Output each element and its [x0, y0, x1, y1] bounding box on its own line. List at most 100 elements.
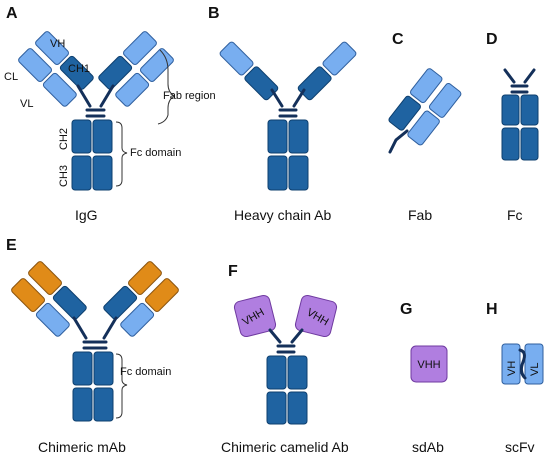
panel-c-fab: C Fab: [388, 31, 462, 223]
ch1-domain-left-e: [52, 285, 87, 320]
fab-region-brace: [157, 49, 175, 125]
scfv-vl-domain: [524, 343, 544, 385]
panel-f-chimeric-camelid-ab: F VHH VHH Chimeric camelid Ab: [221, 263, 349, 455]
panel-d-fc: D Fc: [486, 31, 539, 223]
panel-label-d: D: [486, 31, 498, 48]
vhh-domain-single: [410, 345, 448, 383]
fc-domain-brace-e: [115, 353, 128, 419]
vh-domain-left-b: [219, 41, 254, 76]
panel-label-g: G: [400, 301, 412, 318]
ch2-domain-right: [92, 119, 113, 154]
left-heavy-arm: [219, 41, 279, 101]
ch1-domain-left: [59, 55, 94, 90]
panel-a-igg: A VH CL CH1 VL CH2 CH3 Fab region: [4, 5, 216, 223]
label-cl: CL: [4, 71, 18, 83]
panel-e-chimeric-mab: E Fc domain Chimeric mAb: [6, 237, 179, 455]
caption-fc: Fc: [507, 207, 523, 223]
ch1-domain-right-e: [103, 285, 138, 320]
ch3-domain-left-e: [72, 387, 93, 422]
ch3-domain-left-d: [501, 127, 520, 161]
cl-domain-right-e: [120, 302, 155, 337]
ch2-domain-left-f: [266, 355, 287, 390]
label-vh: VH: [50, 38, 65, 50]
ch3-domain-left: [71, 155, 92, 191]
cl-domain-c: [407, 110, 440, 146]
ch1-domain-left-b: [244, 66, 279, 101]
chimeric-vl-right: [144, 278, 179, 312]
ch2-domain-left: [71, 119, 92, 154]
label-ch2: CH2: [58, 128, 70, 150]
ch2-domain-left-e: [72, 351, 93, 386]
label-fc-domain-e: Fc domain: [120, 366, 171, 378]
ch2-domain-left-b: [267, 119, 288, 154]
chimeric-vl-left: [11, 278, 46, 312]
label-vhh-single: VHH: [417, 359, 440, 371]
left-fab-arm: [18, 31, 94, 107]
vh-domain-left: [35, 31, 69, 66]
panel-h-scfv: H VH VL scFv: [486, 301, 544, 455]
ch3-domain-right-d: [520, 127, 539, 161]
scfv-linker: [518, 348, 527, 380]
panel-label-e: E: [6, 237, 17, 254]
panel-label-h: H: [486, 301, 498, 318]
ch2-domain-right-f: [287, 355, 308, 390]
vhh-domain-right: [294, 294, 338, 338]
chimeric-vh-right: [128, 261, 162, 296]
hinge-region-d: [503, 68, 536, 94]
fab-fragment: [388, 68, 462, 146]
label-ch3: CH3: [58, 165, 70, 187]
right-chimeric-arm: [103, 261, 179, 337]
caption-sdab: sdAb: [412, 439, 444, 455]
ch3-domain-left-b: [267, 155, 288, 191]
caption-chimeric-mab: Chimeric mAb: [38, 439, 126, 455]
ch3-domain-left-f: [266, 391, 287, 425]
ch3-domain-right-b: [288, 155, 309, 191]
panel-label-f: F: [228, 263, 238, 280]
ch2-domain-right-d: [520, 94, 539, 126]
fab-hinge-tail: [388, 129, 409, 154]
ch2-domain-right-e: [93, 351, 114, 386]
cl-domain-left-e: [35, 302, 70, 337]
caption-igg: IgG: [75, 207, 98, 223]
right-heavy-arm: [297, 41, 357, 101]
panel-label-a: A: [6, 5, 18, 22]
vh-domain-right: [123, 31, 157, 66]
ch2-domain-right-b: [288, 119, 309, 154]
ch1-domain-c: [388, 95, 421, 131]
vh-domain-right-b: [322, 41, 357, 76]
panel-b-heavy-chain-ab: B Heavy chain Ab: [208, 5, 357, 223]
vhh-domain-left: [233, 294, 277, 338]
cl-domain-right: [115, 72, 150, 107]
label-fc-domain-a: Fc domain: [130, 147, 181, 159]
label-scfv-vh: VH: [506, 361, 518, 376]
label-fab-region: Fab region: [163, 90, 216, 102]
chimeric-vh-left: [28, 261, 62, 296]
caption-scfv: scFv: [505, 439, 535, 455]
caption-heavy-chain-ab: Heavy chain Ab: [234, 207, 331, 223]
ch1-domain-right-b: [297, 66, 332, 101]
hinge-region-e: [72, 316, 118, 350]
scfv-vh-domain: [501, 343, 521, 385]
vl-domain-left: [18, 48, 53, 82]
label-scfv-vl: VL: [529, 363, 541, 376]
left-chimeric-arm: [11, 261, 87, 337]
vl-domain-c: [428, 82, 462, 118]
label-ch1: CH1: [68, 63, 90, 75]
hinge-region-b: [270, 88, 306, 118]
label-vl: VL: [20, 98, 33, 110]
hinge-region-f: [268, 328, 304, 354]
cl-domain-left: [42, 72, 77, 107]
hinge-region: [76, 84, 115, 118]
fc-domain-brace-a: [115, 121, 128, 187]
ch1-domain-right: [98, 55, 133, 90]
caption-chimeric-camelid-ab: Chimeric camelid Ab: [221, 439, 349, 455]
caption-fab: Fab: [408, 207, 432, 223]
panel-label-c: C: [392, 31, 404, 48]
vh-domain-c: [410, 68, 443, 104]
panel-label-b: B: [208, 5, 220, 22]
ch2-domain-left-d: [501, 94, 520, 126]
ch3-domain-right-f: [287, 391, 308, 425]
ch3-domain-right: [92, 155, 113, 191]
panel-g-sdab: G VHH sdAb: [400, 301, 448, 455]
